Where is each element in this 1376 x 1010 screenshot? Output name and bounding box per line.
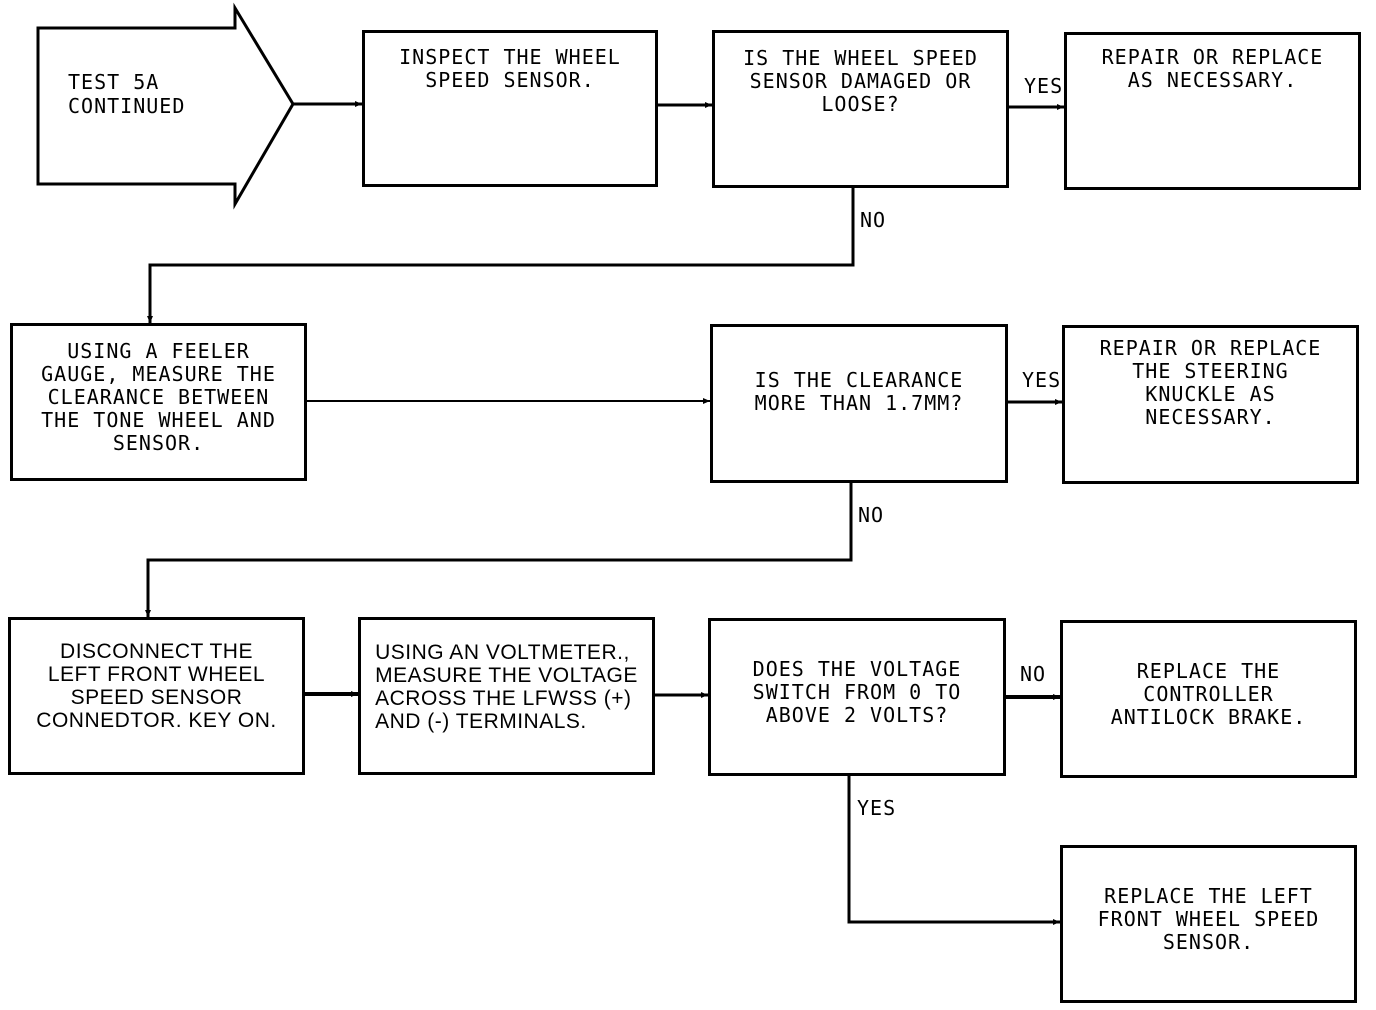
yes-label-3: YES: [857, 796, 897, 820]
start-arrow-shape: [36, 2, 295, 210]
measure-clearance-box: USING A FEELER GAUGE, MEASURE THE CLEARA…: [10, 323, 307, 481]
sensor-damaged-question-box: IS THE WHEEL SPEED SENSOR DAMAGED OR LOO…: [712, 30, 1009, 188]
replace-controller-text: REPLACE THE CONTROLLER ANTILOCK BRAKE.: [1110, 658, 1307, 729]
sensor-damaged-question-text: IS THE WHEEL SPEED SENSOR DAMAGED OR LOO…: [743, 45, 978, 116]
yes-label-1: YES: [1024, 74, 1064, 98]
repair-replace-text: REPAIR OR REPLACE AS NECESSARY.: [1101, 45, 1324, 92]
inspect-sensor-box: INSPECT THE WHEEL SPEED SENSOR.: [362, 30, 658, 187]
voltage-question-text: DOES THE VOLTAGE SWITCH FROM 0 TO ABOVE …: [752, 656, 962, 727]
no-label-3: NO: [1020, 662, 1047, 686]
inspect-sensor-text: INSPECT THE WHEEL SPEED SENSOR.: [399, 44, 621, 92]
measure-voltage-box: USING AN VOLTMETER., MEASURE THE VOLTAGE…: [358, 617, 655, 775]
disconnect-connector-box: DISCONNECT THE LEFT FRONT WHEEL SPEED SE…: [8, 617, 305, 775]
repair-knuckle-text: REPAIR OR REPLACE THE STEERING KNUCKLE A…: [1099, 335, 1322, 429]
replace-sensor-box: REPLACE THE LEFT FRONT WHEEL SPEED SENSO…: [1060, 845, 1357, 1003]
replace-sensor-text: REPLACE THE LEFT FRONT WHEEL SPEED SENSO…: [1097, 883, 1320, 954]
repair-knuckle-box: REPAIR OR REPLACE THE STEERING KNUCKLE A…: [1062, 325, 1359, 484]
connector-clearance-no: [145, 483, 853, 617]
no-label-1: NO: [860, 208, 887, 232]
start-label: TEST 5A CONTINUED: [68, 70, 186, 118]
clearance-question-box: IS THE CLEARANCE MORE THAN 1.7MM?: [710, 324, 1008, 483]
connector-question-no: [147, 187, 855, 323]
disconnect-connector-text: DISCONNECT THE LEFT FRONT WHEEL SPEED SE…: [36, 640, 277, 732]
measure-clearance-text: USING A FEELER GAUGE, MEASURE THE CLEARA…: [41, 338, 276, 455]
connector-voltage-yes: [847, 776, 1060, 925]
yes-label-2: YES: [1022, 368, 1062, 392]
measure-voltage-text: USING AN VOLTMETER., MEASURE THE VOLTAGE…: [375, 641, 638, 733]
no-label-2: NO: [858, 503, 885, 527]
clearance-question-text: IS THE CLEARANCE MORE THAN 1.7MM?: [754, 367, 964, 415]
voltage-question-box: DOES THE VOLTAGE SWITCH FROM 0 TO ABOVE …: [708, 618, 1006, 776]
replace-controller-box: REPLACE THE CONTROLLER ANTILOCK BRAKE.: [1060, 620, 1357, 778]
repair-replace-box: REPAIR OR REPLACE AS NECESSARY.: [1064, 32, 1361, 190]
